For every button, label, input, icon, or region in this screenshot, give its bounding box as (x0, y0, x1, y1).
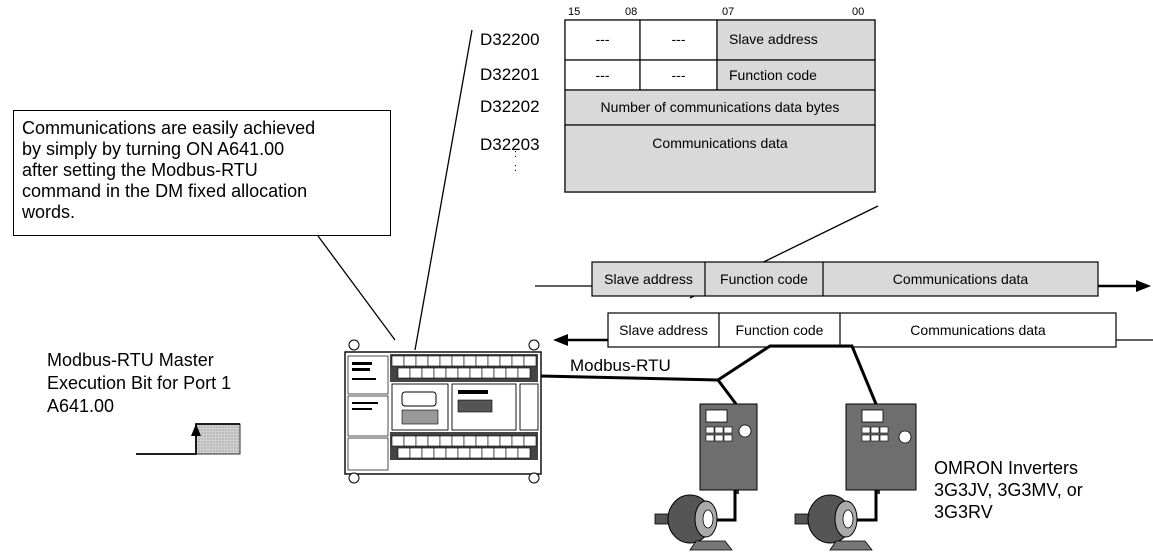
caption-line: Modbus-RTU Master (47, 350, 214, 370)
network-label: Modbus-RTU (570, 356, 671, 375)
inverter-icon (845, 403, 917, 522)
motor-icon (794, 494, 873, 551)
caption-line: OMRON Inverters (934, 458, 1079, 478)
modbus-cable (539, 344, 878, 405)
table-pointer-line (414, 29, 473, 351)
bit-label: 00 (852, 6, 865, 18)
execution-bit-caption: Modbus-RTU Master Execution Bit for Port… (47, 349, 231, 418)
frame-out (535, 261, 1151, 297)
callout-pointer-line (317, 235, 396, 341)
inverter-icon (699, 403, 758, 522)
caption-line: A641.00 (47, 396, 115, 416)
table-cell: --- (595, 67, 610, 83)
table-cell: Function code (729, 67, 817, 83)
frame-field: Function code (720, 271, 808, 287)
dm-word-label: D32201 (480, 65, 540, 84)
callout-line: Communications are easily achieved (22, 118, 316, 138)
inverter-caption: OMRON Inverters 3G3JV, 3G3MV, or 3G3RV (934, 457, 1083, 523)
bit-label: 08 (625, 6, 638, 18)
dm-table (564, 19, 876, 193)
callout-line: after setting the Modbus-RTU (22, 160, 258, 180)
table-cell: Slave address (729, 31, 818, 47)
dm-word-label: D32200 (480, 30, 540, 49)
execution-bit-waveform (136, 423, 241, 455)
table-cell: --- (671, 67, 686, 83)
table-cell: --- (595, 31, 610, 47)
callout-line: by simply by turning ON A641.00 (22, 139, 285, 159)
dm-continuation: : (514, 148, 518, 160)
frame-in (553, 312, 1153, 348)
caption-line: Execution Bit for Port 1 (47, 373, 232, 393)
table-cell: Communications data (652, 135, 788, 151)
frame-field: Communications data (892, 271, 1029, 287)
table-cell: --- (671, 31, 686, 47)
callout-line: command in the DM fixed allocation (22, 181, 308, 201)
bit-label: 07 (722, 6, 735, 18)
bit-label: 15 (568, 6, 581, 18)
dm-continuation: : (514, 162, 518, 174)
frame-field: Communications data (910, 322, 1046, 338)
callout-box: Communications are easily achieved by si… (13, 110, 391, 236)
caption-line: 3G3RV (934, 502, 993, 522)
frame-field: Slave address (604, 271, 693, 287)
frame-field: Slave address (619, 322, 708, 338)
callout-line: words. (22, 202, 76, 222)
caption-line: 3G3JV, 3G3MV, or (934, 480, 1083, 500)
plc-icon (344, 339, 542, 484)
dm-word-label: D32202 (480, 97, 540, 116)
dm-word-label: D32203 (480, 135, 540, 154)
motor-icon (654, 494, 733, 551)
frame-field: Function code (735, 322, 824, 338)
table-cell: Number of communications data bytes (600, 99, 840, 115)
